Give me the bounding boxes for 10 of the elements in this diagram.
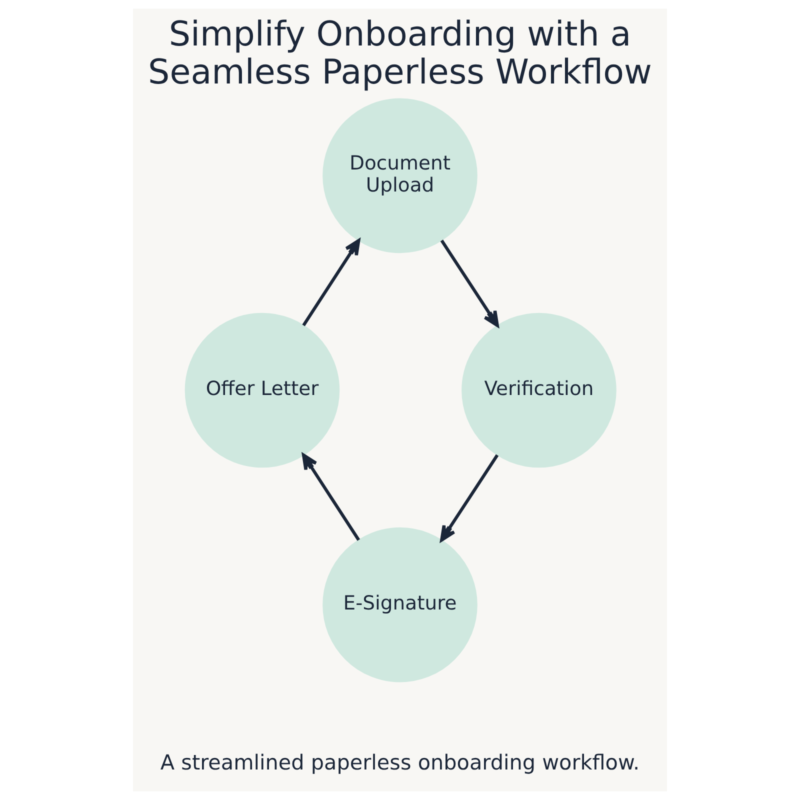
caption: A streamlined paperless onboarding workflow. xyxy=(160,750,640,775)
node-circle: E-Signature xyxy=(322,527,478,682)
arrow xyxy=(440,240,499,327)
arrow xyxy=(440,454,499,542)
arrow xyxy=(302,238,360,326)
diagram-title: Simplify Onboarding with a Seamless Paperless Workflow xyxy=(148,14,652,92)
node-circle: Offer Letter xyxy=(184,312,340,468)
node-circle: Document Upload xyxy=(322,98,478,254)
arrow xyxy=(302,454,360,541)
node-circle: Verification xyxy=(462,312,616,468)
